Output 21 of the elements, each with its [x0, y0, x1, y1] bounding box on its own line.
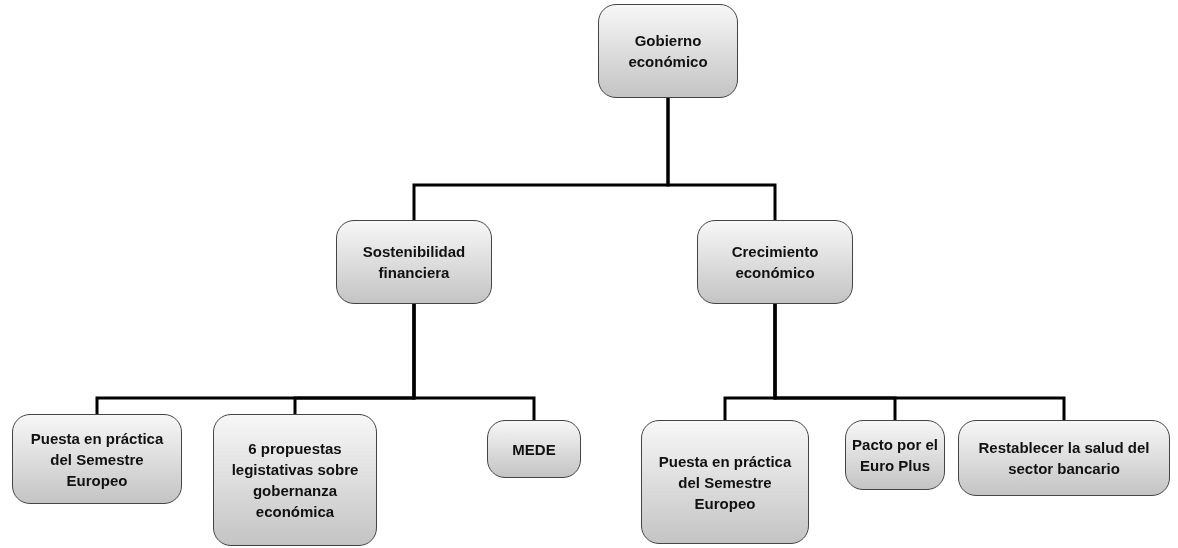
- rounded-box: [598, 4, 738, 98]
- node-label: Puesta en práctica del Semestre Europeo: [657, 451, 793, 514]
- connector-line: [773, 304, 1066, 420]
- node-label: Gobierno económico: [627, 31, 709, 72]
- rounded-box: [958, 420, 1170, 496]
- node-label: Puesta en práctica del Semestre Europeo: [29, 428, 165, 491]
- connector-line: [666, 98, 777, 220]
- rounded-box: [641, 420, 809, 544]
- node-label: 6 propuestas legistativas sobre gobernanza económica: [230, 439, 360, 522]
- rounded-box: [697, 220, 853, 304]
- rounded-box: [213, 414, 377, 546]
- rounded-box: [336, 220, 492, 304]
- node-label: MEDE: [512, 439, 556, 460]
- rounded-box: [487, 420, 581, 478]
- node-label: Sostenibilidad financiera: [361, 242, 467, 283]
- connector-line: [412, 304, 536, 420]
- node-label: Crecimiento económico: [730, 242, 820, 283]
- rounded-box: [12, 414, 182, 504]
- node-label: Restablecer la salud del sector bancario: [977, 438, 1151, 479]
- rounded-box: [845, 420, 945, 490]
- node-label: Pacto por el Euro Plus: [852, 435, 938, 476]
